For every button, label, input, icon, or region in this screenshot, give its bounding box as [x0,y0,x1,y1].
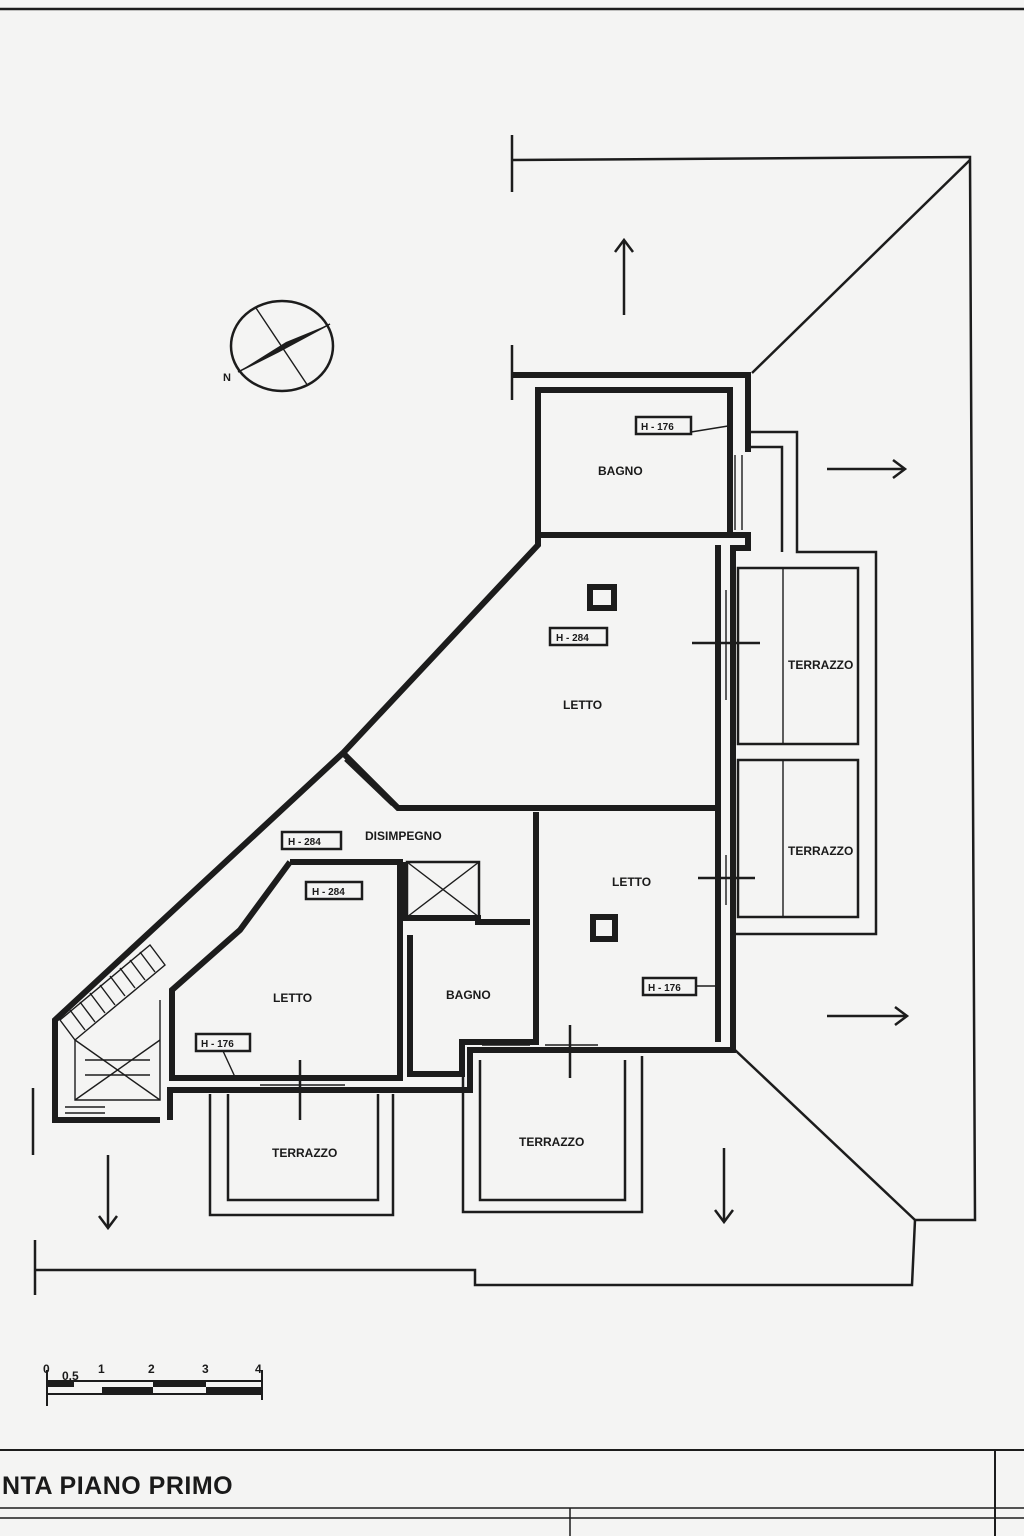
room-label-bagno-small: BAGNO [446,988,491,1002]
room-label-terrazzo-right-2: TERRAZZO [788,844,853,858]
room-label-terrazzo-right-1: TERRAZZO [788,658,853,672]
svg-text:H - 176: H - 176 [641,422,674,433]
height-tag-letto-left-top: H - 284 [304,880,364,901]
height-tag-disimpegno: H - 284 [280,830,343,851]
north-label: N [223,372,231,384]
room-label-terrazzo-bottom-mid: TERRAZZO [519,1135,584,1149]
north-compass: N [223,299,335,393]
building-walls [52,372,760,1123]
height-tag-letto-left-bottom: H - 176 [194,1032,252,1078]
title-block: NTA PIANO PRIMO [0,1449,1024,1536]
property-boundary-diagonal [751,159,971,374]
height-tag-letto-right: H - 176 [641,976,718,997]
height-tag-bagno-top: H - 176 [634,415,729,436]
room-label-bagno-top: BAGNO [598,464,643,478]
room-label-letto-left: LETTO [273,991,312,1005]
scale-tick-0-5: 0.5 [62,1369,79,1383]
scale-tick-1: 1 [98,1362,105,1376]
scale-tick-4: 4 [255,1362,262,1376]
height-tag-letto-main: H - 284 [548,626,609,647]
scale-tick-0: 0 [43,1362,50,1376]
drawing-title: NTA PIANO PRIMO [2,1472,233,1500]
room-label-disimpegno: DISIMPEGNO [365,829,442,843]
svg-text:H - 284: H - 284 [288,837,321,848]
direction-arrows [98,237,910,1231]
svg-text:H - 284: H - 284 [312,887,345,898]
property-boundary [35,155,977,1287]
staircase [59,943,166,1101]
scale-tick-3: 3 [202,1362,209,1376]
svg-text:H - 176: H - 176 [648,983,681,994]
svg-text:H - 284: H - 284 [556,633,589,644]
property-boundary-diagonal-lower [734,1049,916,1221]
scale-bar: 0 0.5 1 2 3 4 [43,1362,263,1406]
svg-text:H - 176: H - 176 [201,1039,234,1050]
room-label-letto-right: LETTO [612,875,651,889]
room-label-letto-main: LETTO [563,698,602,712]
terraces [208,430,878,1217]
scale-tick-2: 2 [148,1362,155,1376]
room-label-terrazzo-bottom-left: TERRAZZO [272,1146,337,1160]
